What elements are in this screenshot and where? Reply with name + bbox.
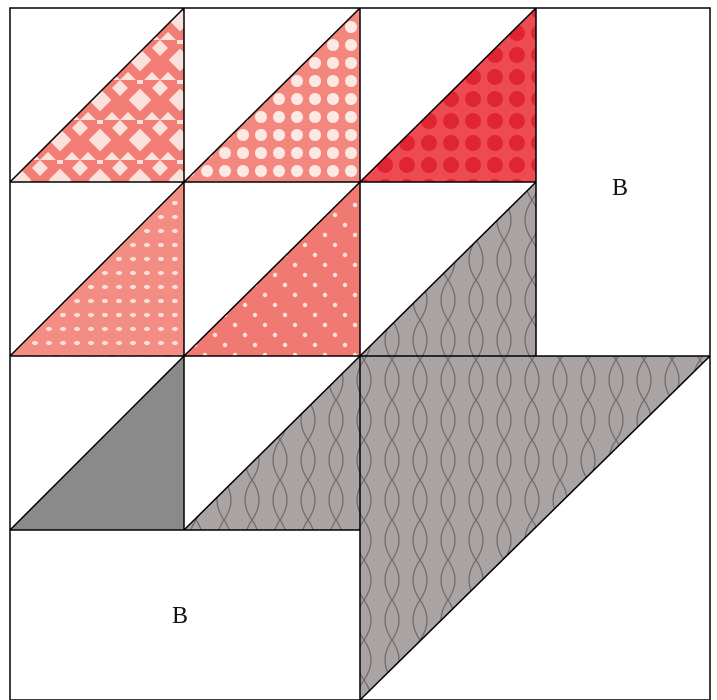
seam-lines	[9, 7, 711, 700]
label-upper-right-b: B	[612, 175, 628, 201]
label-lower-left-b: B	[172, 603, 188, 629]
